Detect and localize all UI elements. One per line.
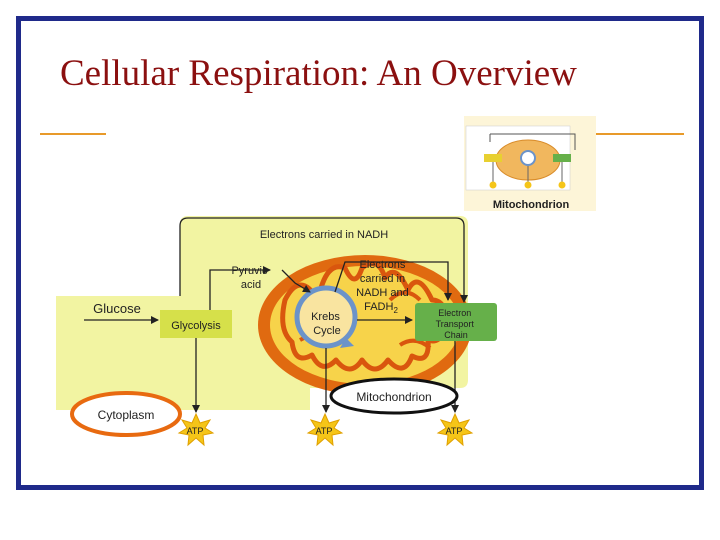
atp-label: ATP (316, 426, 333, 436)
pyruvic-label-line: acid (241, 279, 261, 291)
mitochondrion-thumbnail (464, 116, 596, 211)
glucose-label: Glucose (93, 301, 141, 316)
pyruvic-to-krebs-arrow (281, 269, 311, 293)
glycolysis-box (160, 310, 232, 338)
pyruvic-label-line: Pyruvic (231, 265, 268, 277)
cytoplasm-label: Cytoplasm (98, 408, 155, 422)
glycolysis-label: Glycolysis (171, 320, 221, 332)
krebs-label-line: Krebs (311, 311, 340, 323)
electrons-label-line: carried in (360, 273, 405, 285)
electrons-label-line: NADH and (356, 287, 409, 299)
mitochondrion-label: Mitochondrion (356, 390, 431, 404)
mitochondrion-label-ring (329, 377, 459, 415)
nadh-label: Electrons carried in NADH (260, 229, 388, 241)
thumbnail-caption: Mitochondrion (493, 199, 570, 211)
electrons-label-line: Electrons (360, 259, 406, 271)
etc-label-line: Transport (436, 319, 475, 329)
etc-label: Electron Transport Chain (436, 308, 477, 340)
electrons-label: Electrons carried in NADH and FADH2 (356, 259, 412, 315)
etc-label-line: Electron (438, 308, 471, 318)
electrons-label-subscript: 2 (393, 306, 398, 315)
pyruvic-label: Pyruvic acid (231, 265, 270, 291)
krebs-label: Krebs Cycle (311, 311, 343, 337)
cytoplasm-label-ring (70, 391, 182, 437)
slide-title: Cellular Respiration: An Overview (60, 53, 577, 94)
krebs-label-line: Cycle (313, 325, 341, 337)
electrons-label-line: FADH (364, 301, 393, 313)
atp-label: ATP (187, 426, 204, 436)
krebs-cycle-ring (294, 285, 358, 349)
atp-label: ATP (446, 426, 463, 436)
etc-label-line: Chain (444, 330, 468, 340)
etc-box (415, 303, 497, 341)
glycolysis-to-pyruvic-arrow (209, 266, 271, 310)
krebs-to-etc-arrow (334, 261, 452, 301)
nadh-top-arrow (179, 217, 468, 303)
